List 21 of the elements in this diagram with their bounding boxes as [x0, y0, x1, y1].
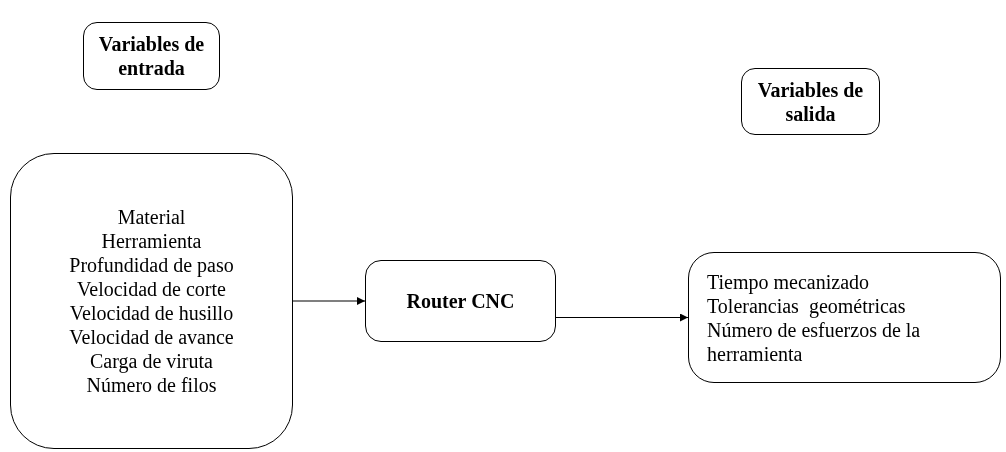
box-text: Tiempo mecanizado — [707, 269, 869, 294]
box-text: Tolerancias geométricas — [707, 294, 906, 318]
arrow — [555, 313, 689, 322]
box-text: Variables de entrada — [97, 32, 206, 80]
box-text: Variables de salida — [756, 77, 865, 126]
box-text: Velocidad de husillo — [69, 301, 234, 325]
arrow — [292, 297, 366, 305]
box-text: Número de esfuerzos de la herramienta — [707, 318, 922, 366]
heading-box — [83, 22, 220, 90]
box-text: Herramienta — [101, 229, 202, 253]
box-text: Velocidad de avance — [69, 325, 234, 349]
process-box — [365, 260, 556, 342]
box-text: Router CNC — [406, 289, 515, 313]
input-list-box — [10, 153, 293, 449]
box-text: Número de filos — [86, 373, 217, 397]
box-text: Material — [117, 205, 186, 229]
box-text: Velocidad de corte — [77, 277, 226, 301]
box-text: Carga de viruta — [90, 349, 213, 373]
box-text: Profundidad de paso — [69, 253, 234, 277]
output-list-box — [688, 252, 1001, 383]
heading-box — [741, 68, 880, 135]
